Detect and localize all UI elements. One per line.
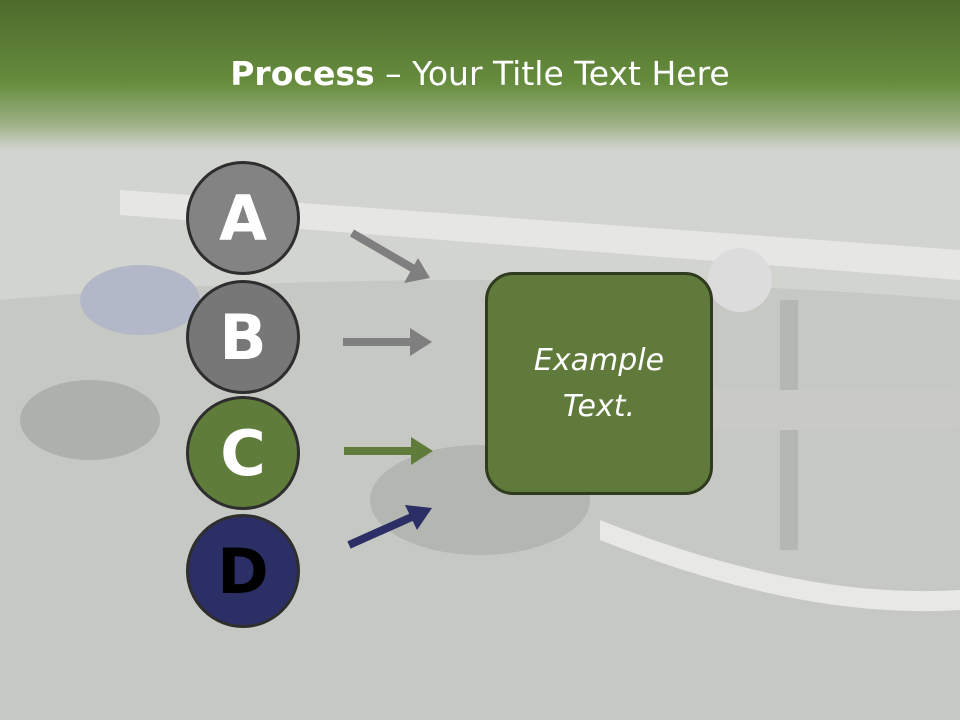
arrow-b	[343, 328, 432, 356]
title-rest: – Your Title Text Here	[374, 54, 730, 93]
slide-title: Process – Your Title Text Here	[0, 52, 960, 96]
example-text-box: Example Text.	[485, 272, 713, 495]
arrow-a	[349, 229, 430, 283]
example-text: Example Text.	[533, 342, 665, 424]
arrow-c	[344, 437, 433, 465]
title-bold: Process	[230, 54, 375, 93]
arrow-d	[347, 505, 432, 549]
step-circle-c: C	[186, 396, 300, 510]
step-circle-b: B	[186, 280, 300, 394]
step-circle-d: D	[186, 514, 300, 628]
title-band	[0, 0, 960, 150]
step-circle-a: A	[186, 161, 300, 275]
